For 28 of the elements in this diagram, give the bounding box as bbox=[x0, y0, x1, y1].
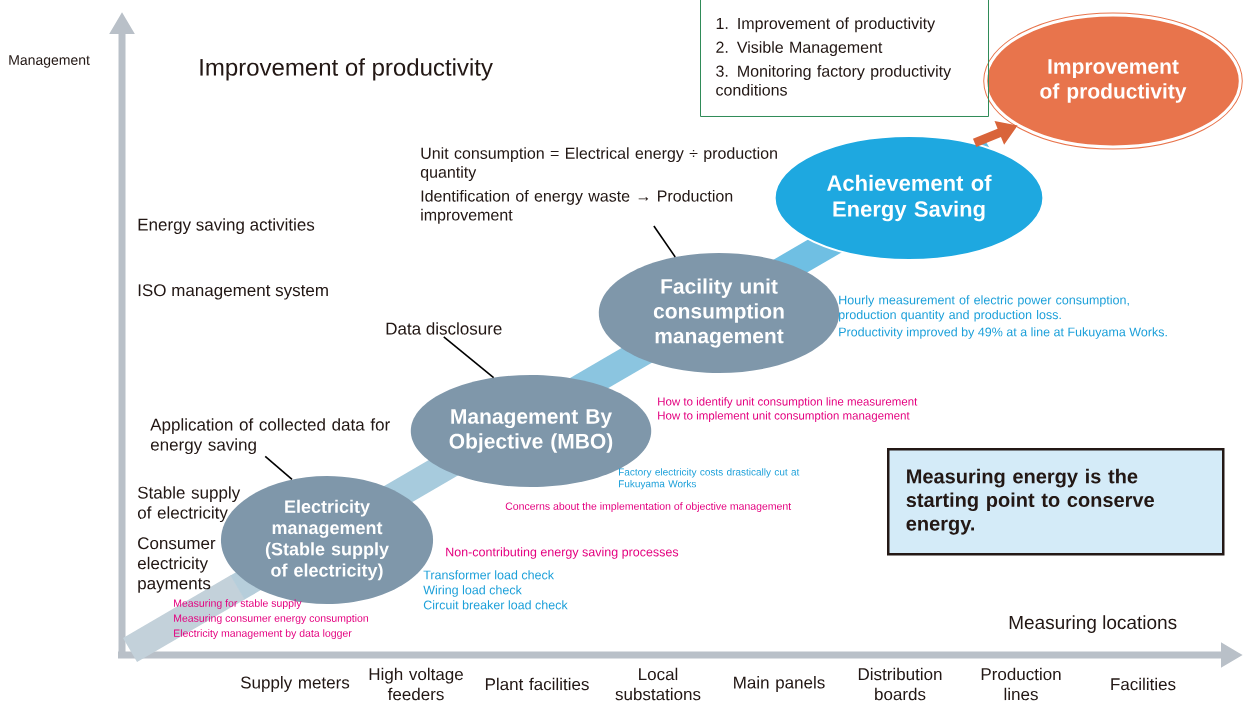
leader-line bbox=[653, 225, 676, 258]
note-text: How to identify unit consumption line measurement bbox=[658, 397, 918, 408]
annotation-text: Application of collected data for energy saving bbox=[150, 418, 390, 455]
axis-label: Management bbox=[9, 55, 90, 68]
note-text: Measuring consumer energy consumption bbox=[174, 614, 368, 624]
heading: Improvement of productivity bbox=[200, 58, 493, 81]
leader-line bbox=[264, 455, 293, 481]
category-label: Local substations bbox=[615, 667, 701, 701]
annotation-text: Data disclosure bbox=[386, 322, 502, 335]
category-label: Main panels bbox=[734, 676, 825, 692]
category-label: Supply meters bbox=[241, 676, 350, 692]
category-label: Facilities bbox=[1111, 677, 1176, 691]
note-text: Hourly measurement of electric power consumption, production quantity and production loss. bbox=[839, 295, 1129, 322]
note-text: Non-contributing energy saving processes bbox=[446, 547, 679, 559]
category-label: Distribution boards bbox=[858, 667, 942, 701]
list-box: 1. Improvement of productivity 2. Visible Management 3. Monitoring factory productivity conditions bbox=[700, 0, 989, 117]
leader-line bbox=[443, 336, 495, 379]
note-text: Energy saving activities bbox=[138, 218, 315, 235]
category-label: High voltage feeders bbox=[369, 667, 463, 701]
note-text: Concerns about the implementation of objective management bbox=[505, 502, 792, 512]
message-box: Measuring energy is the starting point to conserve energy. bbox=[887, 448, 1225, 556]
axis-label: Measuring locations bbox=[1009, 615, 1177, 633]
category-label: Production lines bbox=[981, 667, 1061, 701]
note-text: ISO management system bbox=[138, 284, 328, 300]
note-text: How to implement unit consumption management bbox=[658, 411, 910, 422]
category-label: Plant facilities bbox=[485, 677, 589, 691]
note-text: Productivity improved by 49% at a line at Fukuyama Works. bbox=[839, 327, 1167, 339]
note-text: Electricity management by data logger bbox=[174, 629, 352, 639]
